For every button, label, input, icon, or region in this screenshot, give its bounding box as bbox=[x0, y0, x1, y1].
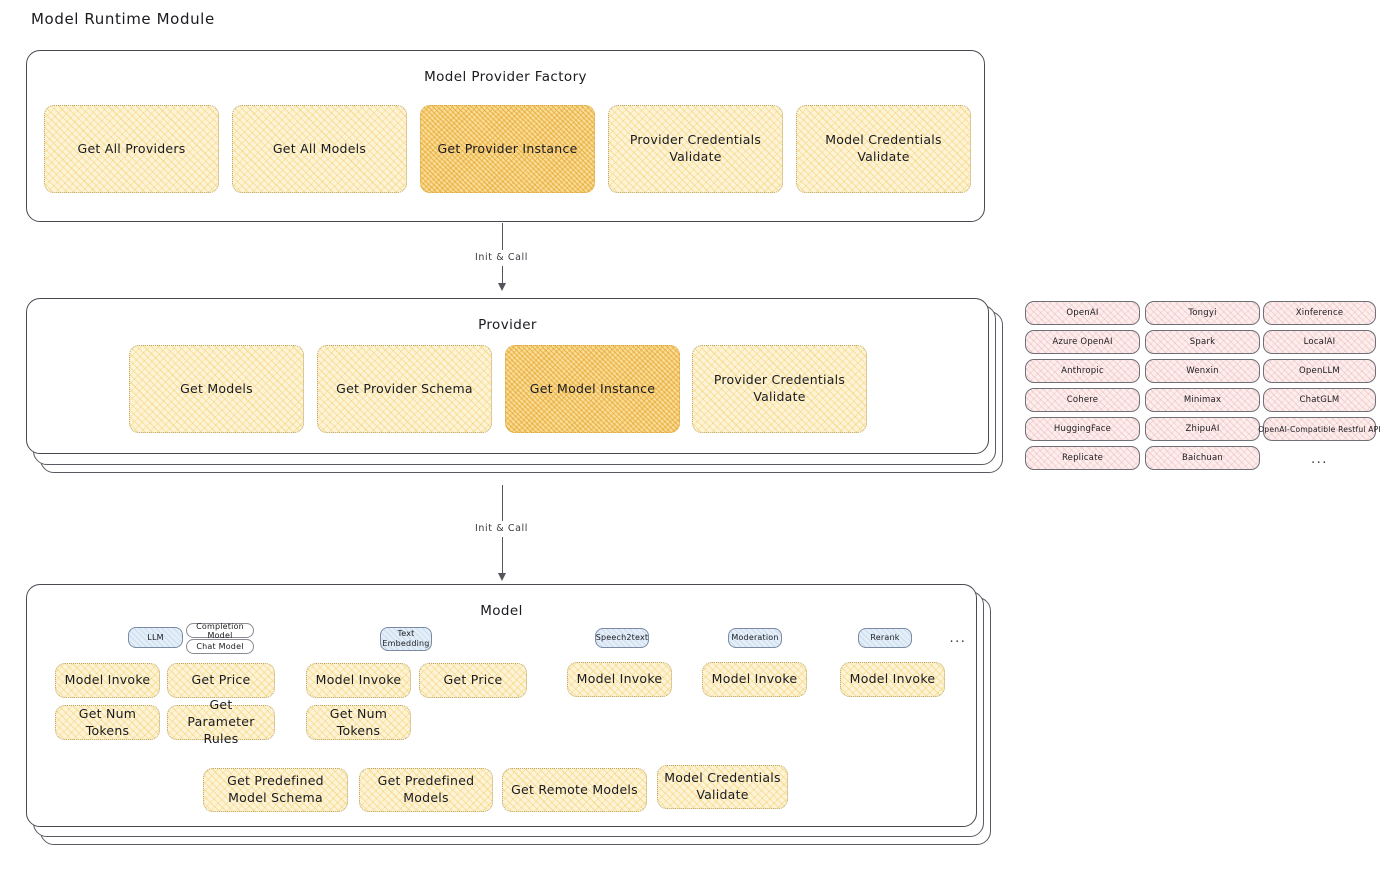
llm-method-model-invoke[interactable]: Model Invoke bbox=[55, 663, 160, 698]
provider-box-provider-credentials-validate[interactable]: Provider Credentials Validate bbox=[692, 345, 867, 433]
factory-box-get-provider-instance[interactable]: Get Provider Instance bbox=[420, 105, 595, 193]
provider-chip-zhipuai[interactable]: ZhipuAI bbox=[1145, 417, 1260, 441]
text-embedding-method-get-price[interactable]: Get Price bbox=[419, 663, 527, 698]
text-embedding-method-get-num-tokens[interactable]: Get Num Tokens bbox=[306, 705, 411, 740]
provider-chip-anthropic[interactable]: Anthropic bbox=[1025, 359, 1140, 383]
arrow-provider-to-model-line-bottom bbox=[502, 537, 504, 575]
model-subbadge-completion-model[interactable]: Completion Model bbox=[186, 622, 254, 640]
arrow-factory-to-provider-head bbox=[498, 283, 506, 291]
provider-chip-azure-openai[interactable]: Azure OpenAI bbox=[1025, 330, 1140, 354]
provider-chip-baichuan[interactable]: Baichuan bbox=[1145, 446, 1260, 470]
provider-chip-xinference[interactable]: Xinference bbox=[1263, 301, 1376, 325]
provider-chip-huggingface[interactable]: HuggingFace bbox=[1025, 417, 1140, 441]
model-type-badge-rerank[interactable]: Rerank bbox=[858, 628, 912, 648]
provider-chip-minimax[interactable]: Minimax bbox=[1145, 388, 1260, 412]
arrow-provider-to-model-label: Init & Call bbox=[471, 522, 532, 535]
arrow-factory-to-provider-line-top bbox=[502, 223, 504, 250]
factory-box-provider-credentials-validate[interactable]: Provider Credentials Validate bbox=[608, 105, 783, 193]
factory-box-get-all-models[interactable]: Get All Models bbox=[232, 105, 407, 193]
model-shared-method-get-remote-models[interactable]: Get Remote Models bbox=[502, 768, 647, 812]
page-title: Model Runtime Module bbox=[31, 10, 215, 28]
llm-method-get-num-tokens[interactable]: Get Num Tokens bbox=[55, 705, 160, 740]
arrow-provider-to-model-line-top bbox=[502, 485, 504, 521]
arrow-factory-to-provider-line-bottom bbox=[502, 266, 504, 285]
model-type-badge-text-embedding[interactable]: Text Embedding bbox=[380, 627, 432, 651]
provider-chip-tongyi[interactable]: Tongyi bbox=[1145, 301, 1260, 325]
provider-chip-openllm[interactable]: OpenLLM bbox=[1263, 359, 1376, 383]
model-subbadge-chat-model[interactable]: Chat Model bbox=[186, 639, 254, 654]
arrow-provider-to-model-head bbox=[498, 573, 506, 581]
moderation-method-model-invoke[interactable]: Model Invoke bbox=[702, 662, 807, 697]
factory-box-model-credentials-validate[interactable]: Model Credentials Validate bbox=[796, 105, 971, 193]
provider-box-get-models[interactable]: Get Models bbox=[129, 345, 304, 433]
provider-chip-openai-compatible-restful-api[interactable]: OpenAI-Compatible Restful API bbox=[1258, 417, 1381, 441]
provider-chip-spark[interactable]: Spark bbox=[1145, 330, 1260, 354]
model-type-badge-llm[interactable]: LLM bbox=[128, 627, 183, 648]
provider-box-get-provider-schema[interactable]: Get Provider Schema bbox=[317, 345, 492, 433]
llm-method-get-price[interactable]: Get Price bbox=[167, 663, 275, 698]
model-shared-method-model-credentials-validate[interactable]: Model Credentials Validate bbox=[657, 765, 788, 809]
model-shared-method-get-predefined-models[interactable]: Get Predefined Models bbox=[359, 768, 493, 812]
model-shared-method-get-predefined-model-schema[interactable]: Get Predefined Model Schema bbox=[203, 768, 348, 812]
provider-chip-openai[interactable]: OpenAI bbox=[1025, 301, 1140, 325]
provider-list-more: ... bbox=[1311, 452, 1328, 467]
speech2text-method-model-invoke[interactable]: Model Invoke bbox=[567, 662, 672, 697]
provider-chip-cohere[interactable]: Cohere bbox=[1025, 388, 1140, 412]
provider-chip-chatglm[interactable]: ChatGLM bbox=[1263, 388, 1376, 412]
factory-box-get-all-providers[interactable]: Get All Providers bbox=[44, 105, 219, 193]
model-type-badge-moderation[interactable]: Moderation bbox=[728, 628, 782, 648]
model-provider-factory-title: Model Provider Factory bbox=[424, 69, 587, 85]
provider-box-get-model-instance[interactable]: Get Model Instance bbox=[505, 345, 680, 433]
model-types-more: ... bbox=[949, 631, 967, 646]
model-title: Model bbox=[480, 603, 523, 619]
text-embedding-method-model-invoke[interactable]: Model Invoke bbox=[306, 663, 411, 698]
llm-method-get-parameter-rules[interactable]: Get Parameter Rules bbox=[167, 697, 275, 746]
provider-chip-localai[interactable]: LocalAI bbox=[1263, 330, 1376, 354]
provider-chip-replicate[interactable]: Replicate bbox=[1025, 446, 1140, 470]
model-type-badge-speech2text[interactable]: Speech2text bbox=[595, 628, 649, 648]
arrow-factory-to-provider-label: Init & Call bbox=[471, 251, 532, 264]
provider-chip-wenxin[interactable]: Wenxin bbox=[1145, 359, 1260, 383]
rerank-method-model-invoke[interactable]: Model Invoke bbox=[840, 662, 945, 697]
provider-title: Provider bbox=[478, 317, 537, 333]
